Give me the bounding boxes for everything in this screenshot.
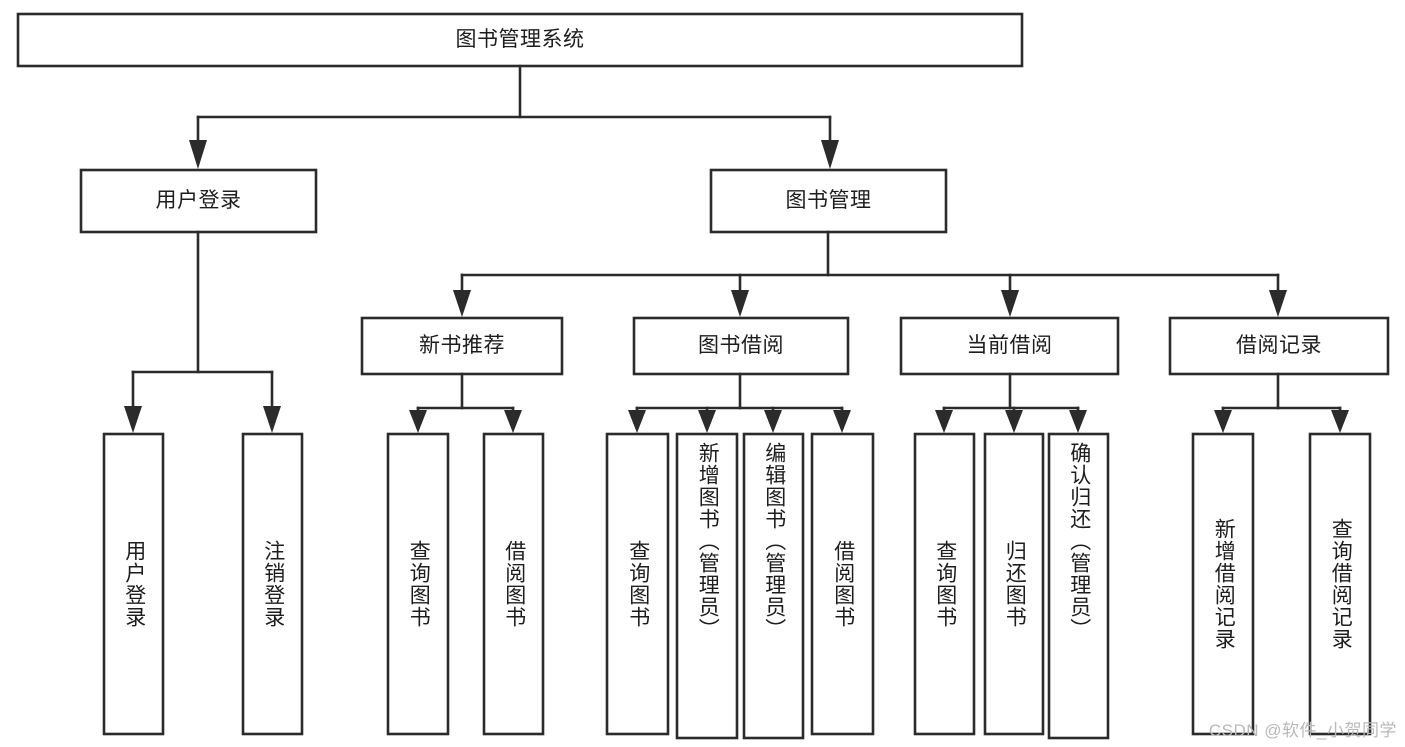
arrow-head-leaf-user-logout [263,406,281,433]
node-box-leaf-borrow-book-2[interactable] [810,432,875,736]
node-box-leaf-confirm-return-admin[interactable] [1047,432,1110,740]
node-box-leaf-query-borrow-record[interactable] [1308,432,1372,736]
arrow-head-leaf-edit-book-admin [764,410,782,433]
arrow-head-leaf-add-book-admin [698,410,716,433]
arrow-head-leaf-confirm-return-admin [1069,410,1087,433]
node-box-leaf-add-borrow-record[interactable] [1191,432,1255,736]
arrow-head-leaf-user-login [124,406,142,433]
arrow-head-book-borrow [731,290,749,317]
arrow-head-leaf-query-book-2 [628,410,646,433]
arrow-head-leaf-borrow-book-1 [504,410,522,433]
node-box-leaf-return-book[interactable] [983,432,1045,736]
node-box-leaf-user-login[interactable] [102,432,165,736]
node-box-new-book-recommend[interactable] [360,316,564,376]
node-box-user-login[interactable] [79,168,318,234]
node-box-leaf-add-book-admin[interactable] [675,432,739,740]
node-box-root[interactable] [16,12,1024,68]
node-box-leaf-user-logout[interactable] [241,432,304,736]
node-box-borrow-record[interactable] [1168,316,1390,376]
arrow-head-borrow-record [1269,290,1287,317]
node-box-leaf-borrow-book-1[interactable] [482,432,545,736]
node-box-leaf-query-book-2[interactable] [605,432,670,736]
arrow-head-leaf-query-book-3 [935,410,953,433]
arrow-head-leaf-borrow-book-2 [833,410,851,433]
arrow-head-user-login [189,140,207,169]
arrow-head-leaf-query-borrow-record [1331,410,1349,433]
arrow-head-book-management [821,140,839,169]
arrow-head-leaf-query-book-1 [409,410,427,433]
arrow-head-leaf-return-book [1005,410,1023,433]
node-box-leaf-edit-book-admin[interactable] [742,432,805,740]
node-box-book-management[interactable] [709,168,948,234]
node-box-leaf-query-book-3[interactable] [913,432,976,736]
arrow-head-new-book-recommend [453,290,471,317]
node-box-leaf-query-book-1[interactable] [386,432,450,736]
arrow-head-current-borrow [1001,290,1019,317]
node-box-book-borrow[interactable] [632,316,850,376]
arrow-head-leaf-add-borrow-record [1214,410,1232,433]
node-box-current-borrow[interactable] [899,316,1120,376]
